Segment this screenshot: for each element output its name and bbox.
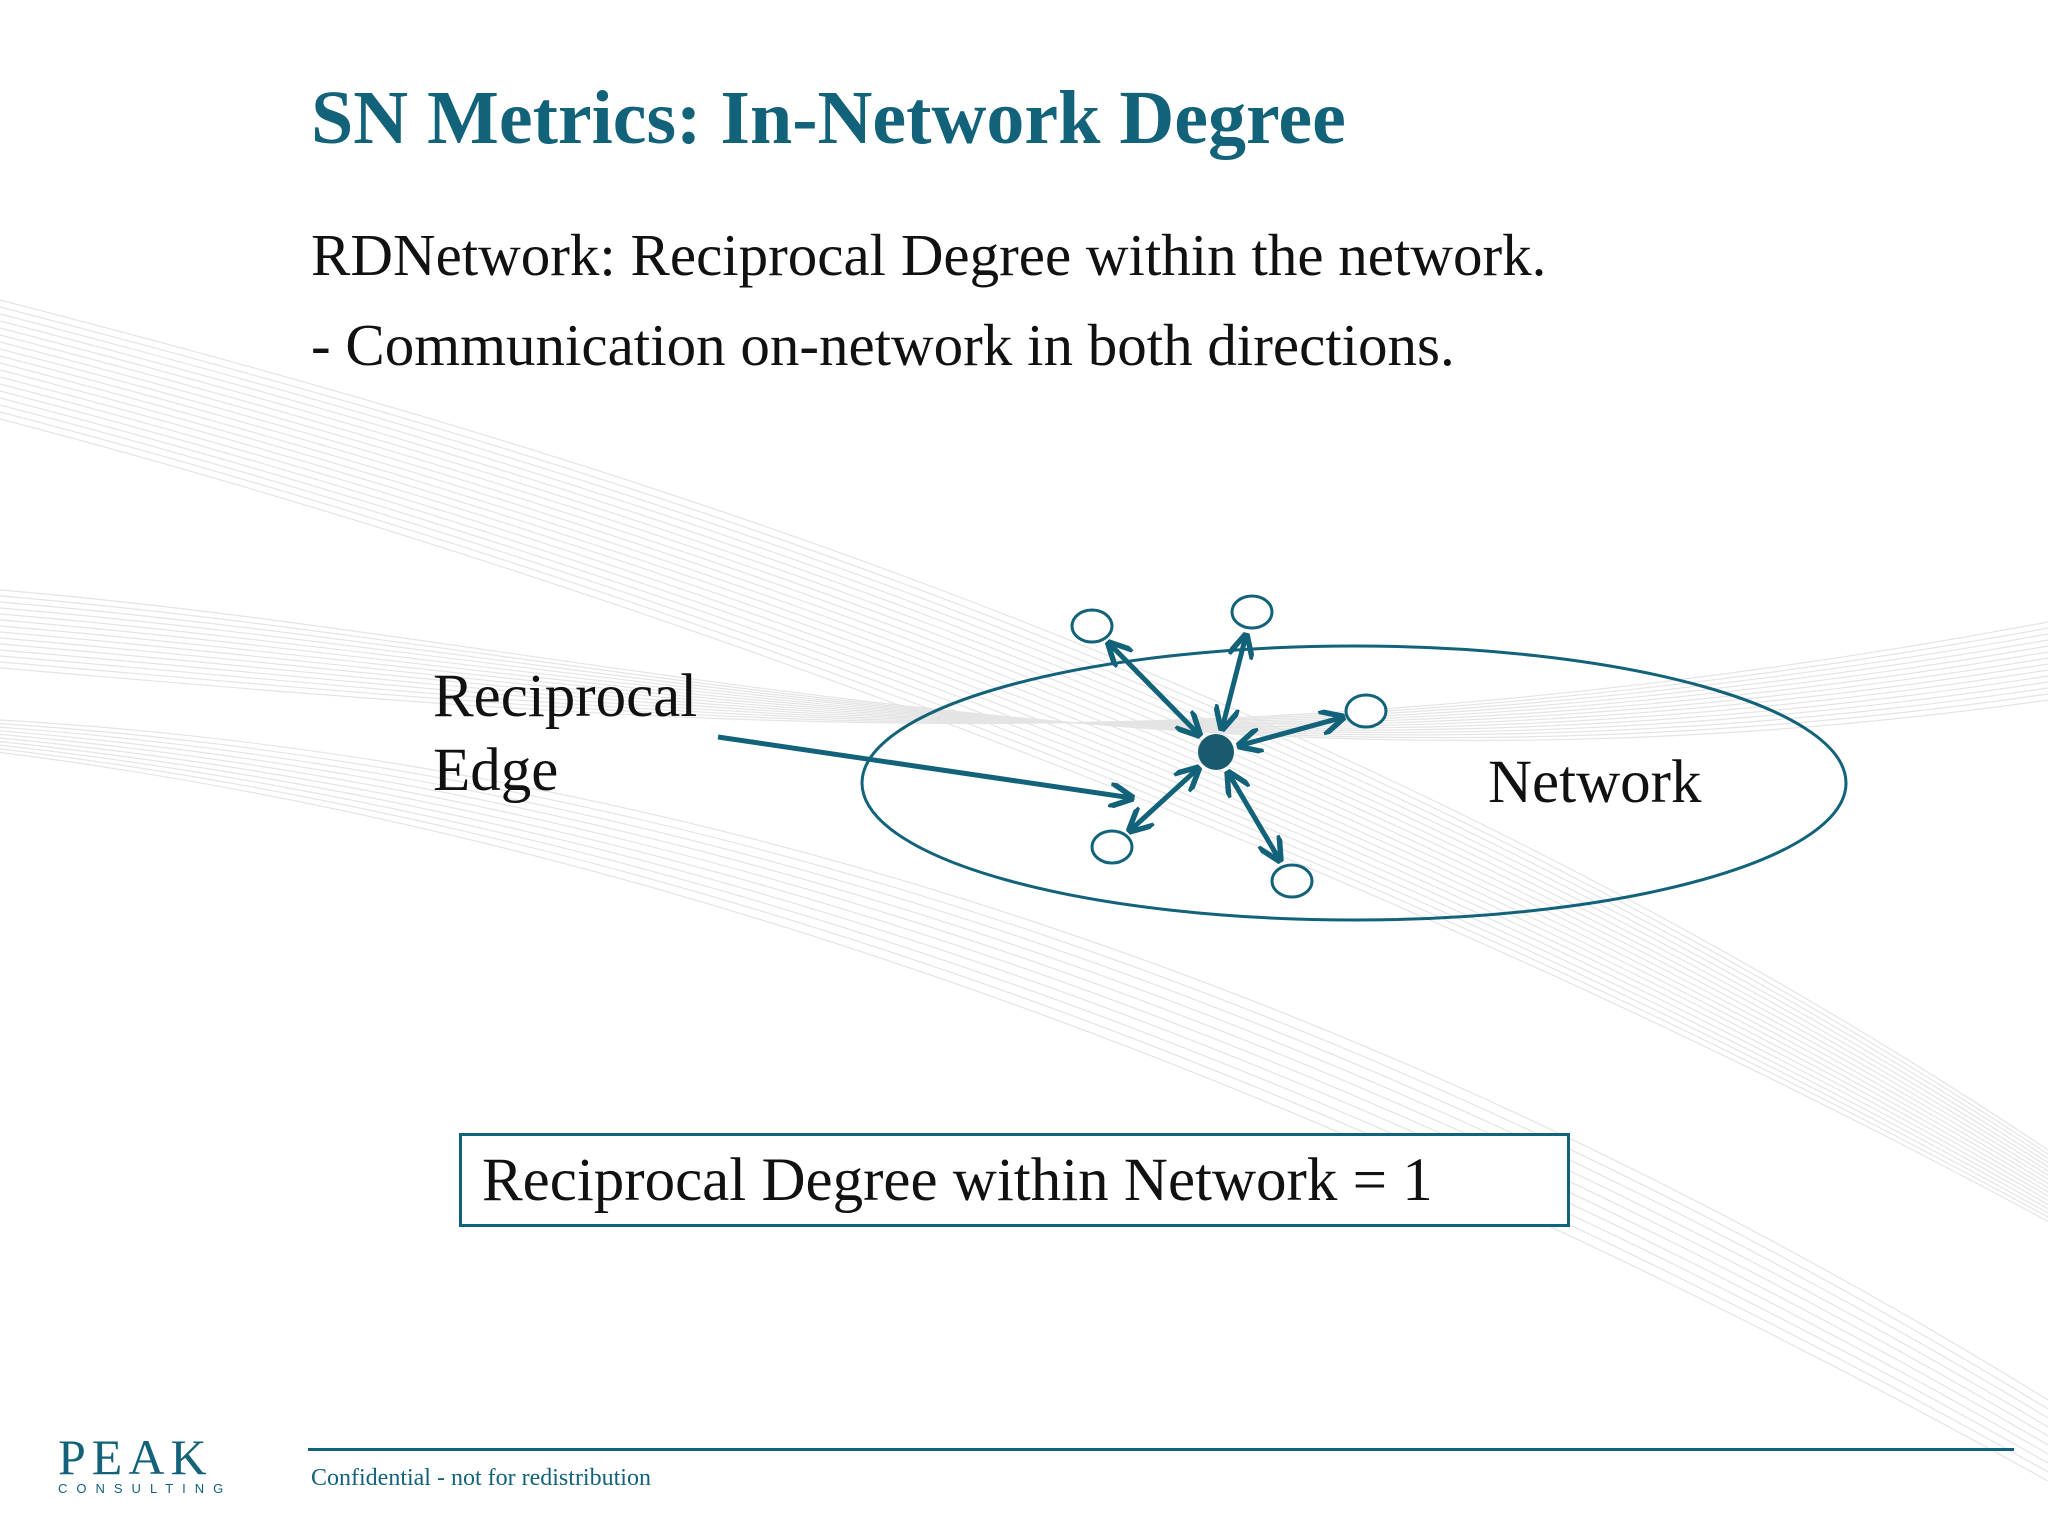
background-wave-line [0,627,2048,724]
background-wave-line [0,341,2048,1176]
peripheral-node [1270,863,1314,899]
background-wave-line [0,355,2048,1185]
background-wave-line [0,320,2048,1164]
background-wave-line [0,637,2048,725]
peripheral-node [1230,594,1274,630]
background-wave-line [0,383,2048,1201]
confidentiality-notice: Confidential - not for redistribution [311,1465,651,1491]
network-boundary [860,644,1848,922]
reciprocal-edge [1239,717,1343,745]
background-wave-line [0,639,2048,724]
background-wave-line [0,741,2048,1455]
background-wave-line [0,733,2048,1437]
background-wave-line [0,737,2048,1446]
background-wave-line [0,744,2048,1464]
background-wave-line [0,595,2048,739]
reciprocal-edge-pointer [717,734,1132,798]
peripheral-node [1344,693,1388,729]
background-wave-line [0,633,2048,724]
center-node [1198,734,1234,770]
background-wave-line [0,334,2048,1172]
definition-line: RDNetwork: Reciprocal Degree within the … [311,222,1547,288]
reciprocal-edge [1222,635,1246,729]
logo-tagline: CONSULTING [58,1481,233,1496]
background-wave-line [0,723,2048,1410]
background-wave-line [0,313,2048,1159]
formula-box: Reciprocal Degree within Network = 1 [459,1133,1570,1227]
logo-wordmark: PEAK [58,1429,213,1485]
background-wave-line [0,306,2048,1155]
footer-divider [308,1448,2014,1451]
peak-logo: PEAK CONSULTING [56,1432,236,1502]
reciprocal-edge [1228,773,1280,861]
edge-label-line1: Reciprocal [433,663,698,730]
reciprocal-edge [1130,768,1199,831]
peripheral-node [1070,608,1114,644]
explanation-line: - Communication on-network in both direc… [311,312,1455,378]
background-wave-line [0,299,2048,1151]
peripheral-node [1090,829,1134,865]
background-wave-line [0,726,2048,1419]
edge-label-line2: Edge [433,737,559,804]
background-wave-line [0,362,2048,1189]
reciprocal-edge [1109,643,1199,735]
background-wave-line [0,748,2048,1473]
background-wave-line [0,348,2048,1180]
background-wave-line [0,719,2048,1401]
formula-text: Reciprocal Degree within Network = 1 [482,1147,1433,1214]
background-wave-line [0,327,2048,1168]
background-wave-line [0,631,2048,726]
background-wave-line [0,589,2048,742]
background-wave-line [0,390,2048,1206]
background-wave-line [0,625,2048,728]
background-wave-line [0,601,2048,736]
background-wave-line [0,369,2048,1193]
background-wave-line [0,730,2048,1428]
background-wave-line [0,397,2048,1210]
background-wave-line [0,376,2048,1197]
background-wave-line [0,404,2048,1214]
slide-title: SN Metrics: In-Network Degree [311,76,1346,160]
background-wave-line [0,643,2048,724]
background-wave-line [0,751,2048,1482]
network-label: Network [1488,749,1702,816]
